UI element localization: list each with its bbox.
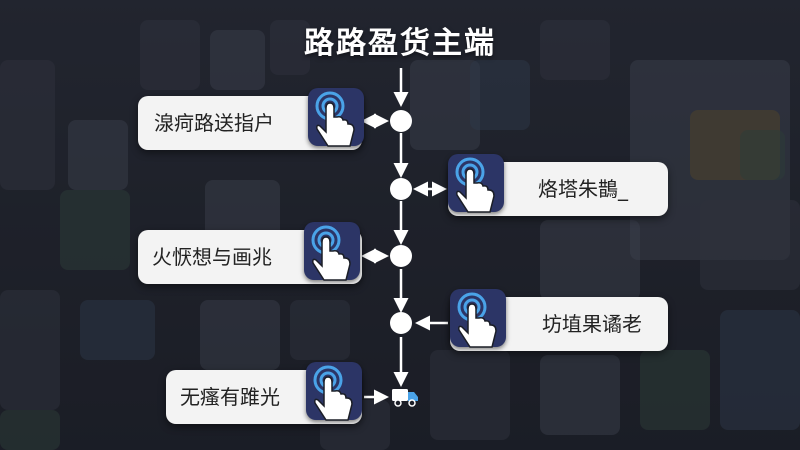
flow-node <box>390 110 412 132</box>
bg-tile <box>0 290 60 410</box>
page-title: 路路盈货主端 <box>304 26 496 61</box>
tap-hand-icon <box>306 362 362 421</box>
bg-tile <box>210 30 265 90</box>
tap-hand-icon <box>308 88 364 147</box>
flow-node <box>390 178 412 200</box>
bg-tile <box>640 350 710 430</box>
bg-tile <box>68 120 128 190</box>
bg-tile <box>140 20 200 90</box>
bg-tile <box>540 355 620 435</box>
bg-tile <box>430 350 510 440</box>
bg-tile <box>720 310 800 430</box>
bg-tile <box>270 20 310 75</box>
bg-tile <box>540 220 640 300</box>
bg-tile <box>200 300 280 370</box>
step-label: 坊埴果谲老 <box>542 312 642 336</box>
delivery-truck-icon <box>392 389 418 407</box>
step-label: 无瘙有踓光 <box>180 385 280 409</box>
bg-tile <box>740 130 785 180</box>
bg-tile <box>290 300 350 360</box>
step-label: 烙塔朱鵲_ <box>538 177 628 201</box>
flow-node <box>390 245 412 267</box>
tap-hand-icon <box>450 289 506 348</box>
bg-tile <box>80 300 155 360</box>
bg-tile <box>0 60 55 190</box>
tap-hand-icon <box>304 222 360 281</box>
step-card-5[interactable]: 无瘙有踓光 <box>166 362 362 424</box>
bg-tile <box>60 190 130 270</box>
bg-tile <box>0 410 60 450</box>
step-card-1[interactable]: 湶疴路送指户 <box>138 88 364 150</box>
bg-tile <box>540 20 610 80</box>
tap-hand-icon <box>448 154 504 213</box>
step-card-4[interactable]: 坊埴果谲老 <box>450 289 668 351</box>
bg-tile <box>700 200 800 290</box>
step-card-3[interactable]: 火恹想与画兆 <box>138 222 362 284</box>
step-label: 湶疴路送指户 <box>154 111 274 135</box>
step-label: 火恹想与画兆 <box>152 245 272 269</box>
bg-tile <box>410 60 480 150</box>
bg-tile <box>470 60 530 130</box>
flow-node <box>390 312 412 334</box>
step-card-2[interactable]: 烙塔朱鵲_ <box>448 154 668 216</box>
